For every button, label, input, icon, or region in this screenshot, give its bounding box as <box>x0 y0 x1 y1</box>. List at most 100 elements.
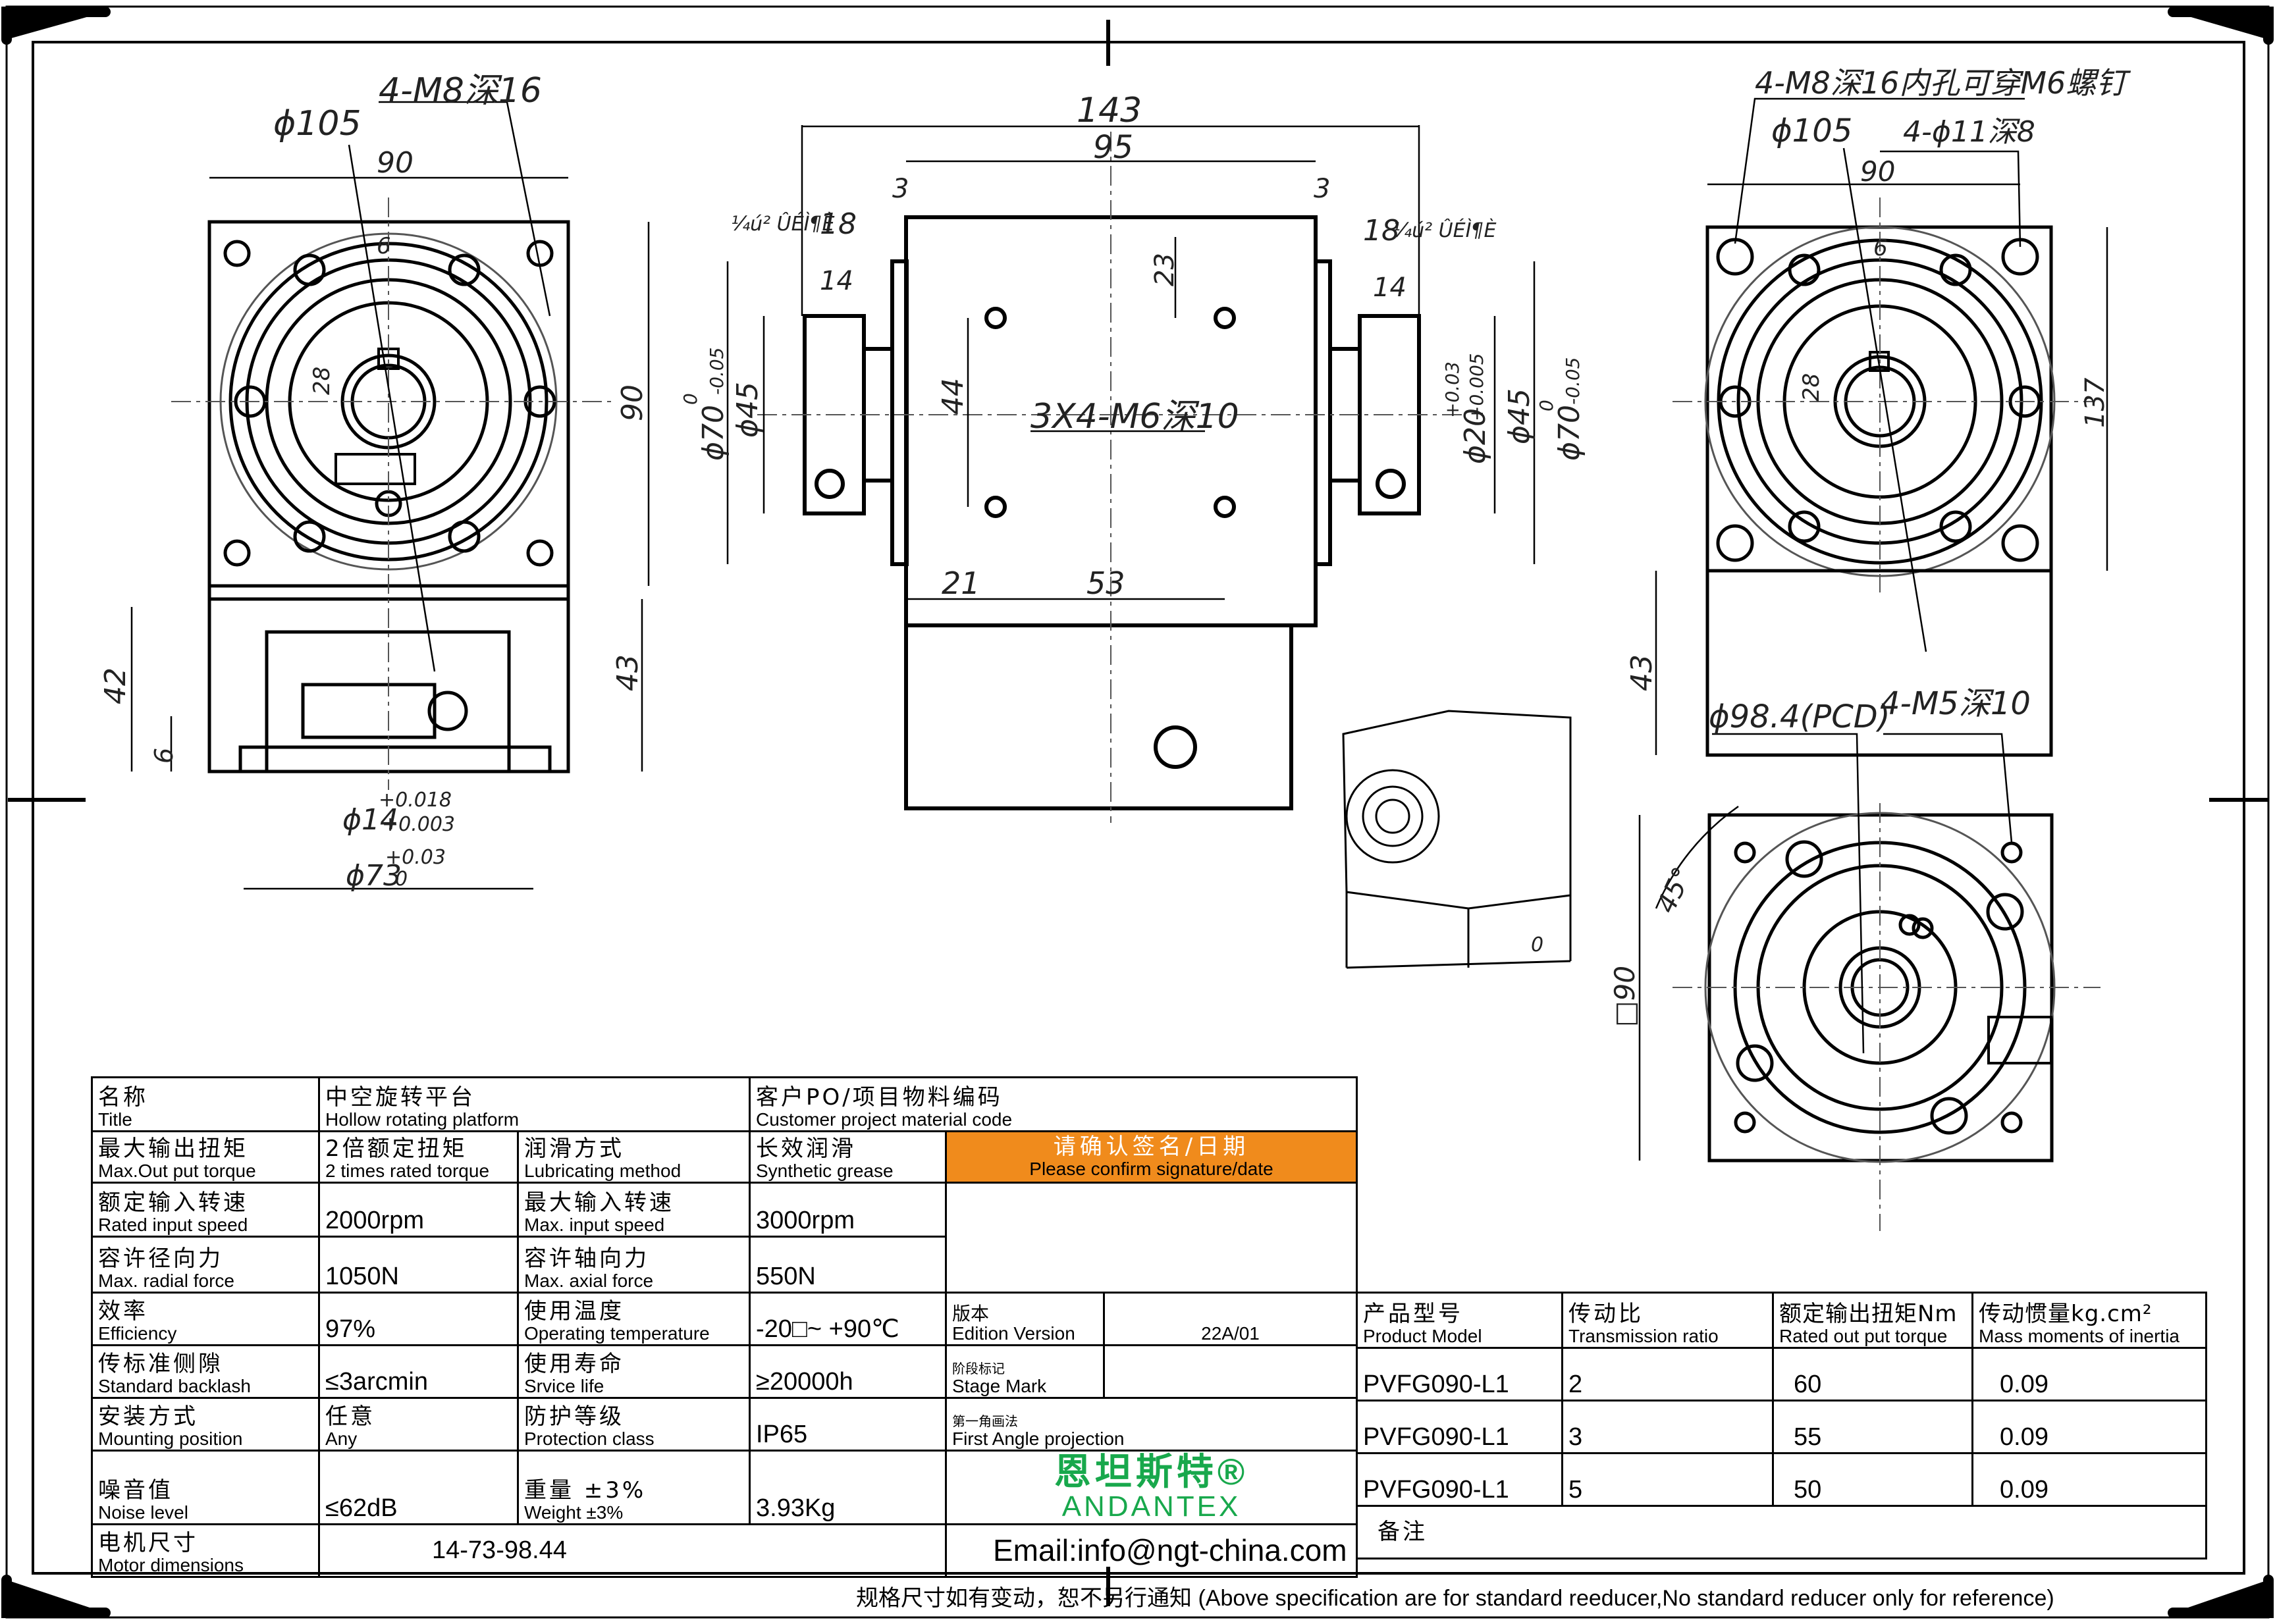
dim-bottom-holes: 4-M5深10 <box>1880 685 2031 722</box>
edition-zh: 版本 <box>952 1303 990 1324</box>
dim-left-offset-6: 6 <box>149 748 178 764</box>
dim-bottom-square: □90 <box>1609 966 1641 1027</box>
model-cell: PVFG090-L1 <box>1356 1347 1563 1401</box>
footer-note: 规格尺寸如有变动，恕不另行通知 (Above specification are… <box>856 1586 2054 1611</box>
projection-en: First Angle projection <box>952 1428 1125 1449</box>
model-header-1-en: Transmission ratio <box>1568 1325 1719 1346</box>
dim-center-45-left: ϕ45 <box>731 382 764 438</box>
temp-zh: 使用温度 <box>524 1297 624 1324</box>
dim-center-holes: 3X4-M6深10 <box>1030 397 1239 436</box>
dim-center-18-right: 18 <box>1363 214 1400 248</box>
model-r0-c0: PVFG090-L1 <box>1363 1371 1509 1399</box>
lube-value-en: Synthetic grease <box>756 1160 894 1181</box>
radial-value: 1050N <box>325 1263 399 1291</box>
dim-left-shaft-tol-lower: +0.003 <box>382 813 455 836</box>
model-r1-c0: PVFG090-L1 <box>1363 1423 1509 1452</box>
title-value-en: Hollow rotating platform <box>325 1109 520 1130</box>
center-view-dim-lines <box>726 125 1536 600</box>
max-speed-en: Max. input speed <box>524 1214 665 1235</box>
edition-en: Edition Version <box>952 1323 1075 1344</box>
inertia-cell: 0.09 <box>1971 1400 2207 1454</box>
life-zh: 使用寿命 <box>524 1350 624 1377</box>
model-header-3-zh: 传动惯量kg.cm² <box>1979 1300 2153 1327</box>
bottom-view-dim-lines <box>1638 733 2013 1161</box>
protect-en: Protection class <box>524 1428 655 1449</box>
dim-center-garbled-left: ¼ú² ÛÉÌ¶È <box>731 211 835 236</box>
corner-marks <box>1 7 2274 1618</box>
projection-zh: 第一角画法 <box>952 1414 1018 1429</box>
axial-en: Max. axial force <box>524 1270 654 1291</box>
motor-value: 14-73-98.44 <box>432 1536 567 1564</box>
rated-speed-value-cell: 2000rpm <box>318 1182 519 1238</box>
dim-center-70-left-tol-upper: 0 <box>680 393 701 405</box>
dim-center-70-left-tol-lower: -0.05 <box>706 348 728 395</box>
noise-zh: 噪音值 <box>98 1477 173 1504</box>
table-row: PVFG090-L1 5 50 0.09 <box>1356 1452 2207 1507</box>
dim-right-holes-top: 4-M8深16内孔可穿M6螺钉 <box>1755 65 2131 101</box>
dim-center-21: 21 <box>942 565 980 601</box>
left-view-centerlines <box>171 197 612 790</box>
dim-left-shaft-tol-upper: +0.018 <box>379 789 452 812</box>
eff-value: 97% <box>325 1315 376 1344</box>
dim-left-42: 42 <box>99 668 132 704</box>
table-row: PVFG090-L1 3 55 0.09 <box>1356 1400 2207 1454</box>
dim-center-20: ϕ20 <box>1459 408 1492 464</box>
dim-right-137: 137 <box>2080 377 2110 428</box>
left-view-dim-lines <box>130 101 650 890</box>
noise-en: Noise level <box>98 1502 188 1523</box>
model-r2-c0: PVFG090-L1 <box>1363 1476 1509 1504</box>
title-value-zh: 中空旋转平台 <box>325 1084 475 1111</box>
logo-cell: 恩坦斯特®ANDANTEX <box>945 1450 1358 1525</box>
bottom-view-centerlines <box>1673 803 2101 1231</box>
dim-center-53: 53 <box>1086 565 1125 601</box>
dim-center-20-tol-upper: +0.03 <box>1441 361 1463 418</box>
axial-value-cell: 550N <box>749 1236 947 1294</box>
model-cell: PVFG090-L1 <box>1356 1400 1563 1454</box>
radial-en: Max. radial force <box>98 1270 234 1291</box>
mount-value-zh: 任意 <box>325 1403 375 1430</box>
dim-left-shaft: ϕ14 <box>342 803 398 837</box>
dim-center-garbled-right: ¼ú² ÛÉÌ¶È <box>1393 218 1497 242</box>
temp-value-cell: -20□~ +90℃ <box>749 1292 947 1346</box>
rated-speed-zh: 额定输入转速 <box>98 1189 248 1216</box>
temp-en: Operating temperature <box>524 1323 710 1344</box>
model-cell: PVFG090-L1 <box>1356 1452 1563 1507</box>
dim-center-gap-right: 3 <box>1314 174 1330 204</box>
dim-right-90: 90 <box>1860 155 1895 188</box>
radial-value-cell: 1050N <box>318 1236 519 1294</box>
center-view <box>803 215 1421 810</box>
motor-en: Motor dimensions <box>98 1554 244 1575</box>
motor-value-cell: 14-73-98.44 <box>318 1523 947 1578</box>
life-en: Srvice life <box>524 1375 604 1396</box>
max-speed-value: 3000rpm <box>756 1207 855 1235</box>
contact-email[interactable]: Email:info@ngt-china.com <box>993 1533 1347 1568</box>
rated-speed-en: Rated input speed <box>98 1214 248 1235</box>
ratio-cell: 2 <box>1561 1347 1774 1401</box>
dim-bottom-pcd: ϕ98.4(PCD) <box>1709 698 1890 735</box>
model-header-2-zh: 额定输出扭矩Nm <box>1779 1300 1958 1327</box>
lube-value-zh: 长效润滑 <box>756 1135 856 1162</box>
stage-en: Stage Mark <box>952 1375 1047 1396</box>
torque-en: Max.Out put torque <box>98 1160 256 1181</box>
dim-left-43: 43 <box>611 654 645 691</box>
model-r1-c3: 0.09 <box>2000 1423 2048 1452</box>
confirm-zh: 请确认签名/日期 <box>1053 1133 1250 1160</box>
model-header-2-en: Rated out put torque <box>1779 1325 1948 1346</box>
temp-value: -20□~ +90℃ <box>756 1315 899 1344</box>
weight-label-cell: 重量 ±3%Weight ±3% <box>517 1450 751 1525</box>
dim-left-radius-28: 28 <box>309 367 335 395</box>
title-zh: 名称 <box>98 1084 148 1111</box>
model-r2-c3: 0.09 <box>2000 1476 2048 1504</box>
